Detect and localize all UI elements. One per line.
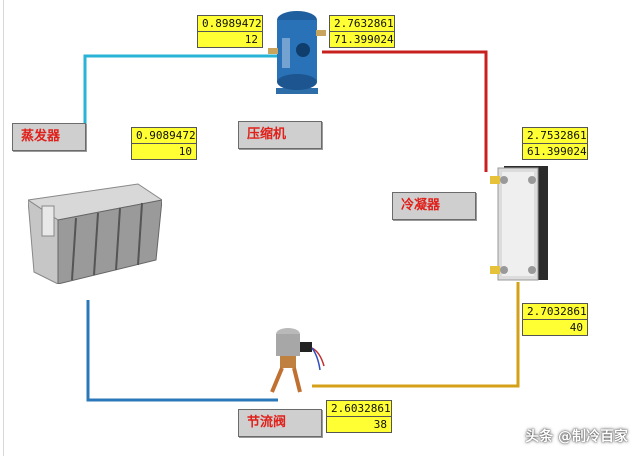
compressor-discharge-temperature: 71.399024 bbox=[334, 33, 394, 46]
evaporator-outlet-temperature: 10 bbox=[178, 145, 192, 158]
condenser-inlet-readout: 2.7532861 61.399024 bbox=[522, 127, 588, 160]
evaporator-label[interactable]: 蒸发器 bbox=[12, 123, 86, 151]
liquid-line bbox=[312, 282, 520, 388]
condenser-inlet-pressure: 2.7532861 bbox=[523, 128, 587, 144]
evaporator-outlet-pressure: 0.9089472 bbox=[132, 128, 196, 144]
condenser-outlet-pressure: 2.7032861 bbox=[523, 304, 587, 320]
air-cooler-icon bbox=[26, 183, 164, 285]
compressor-discharge-readout: 2.7632861 71.399024 bbox=[329, 15, 395, 48]
evaporator[interactable] bbox=[26, 180, 164, 285]
evaporator-outlet-readout: 0.9089472 10 bbox=[131, 127, 197, 160]
compressor-suction-temperature: 12 bbox=[244, 33, 258, 46]
compressor-discharge-pressure: 2.7632861 bbox=[330, 16, 394, 32]
compressor[interactable] bbox=[268, 8, 326, 96]
plate-heat-exchanger-icon bbox=[490, 166, 548, 281]
compressor-label[interactable]: 压缩机 bbox=[238, 121, 322, 149]
compressor-suction-readout: 0.8989472 12 bbox=[197, 15, 263, 48]
valve-inlet-readout: 2.6032861 38 bbox=[326, 400, 392, 433]
valve-inlet-temperature: 38 bbox=[373, 418, 387, 431]
compressor-icon bbox=[268, 11, 326, 94]
compressor-suction-pressure: 0.8989472 bbox=[198, 16, 262, 32]
condenser-outlet-temperature: 40 bbox=[569, 321, 583, 334]
expansion-valve[interactable] bbox=[260, 322, 330, 394]
watermark: 头条 @制冷百家 bbox=[525, 429, 628, 445]
expansion-valve-icon bbox=[270, 328, 325, 393]
suction-line bbox=[83, 54, 282, 150]
condenser-label[interactable]: 冷凝器 bbox=[392, 192, 476, 220]
evaporator-inlet-line bbox=[86, 300, 278, 402]
page-edge-line bbox=[3, 0, 4, 456]
condenser[interactable] bbox=[490, 162, 554, 284]
condenser-inlet-temperature: 61.399024 bbox=[527, 145, 587, 158]
discharge-line bbox=[322, 50, 488, 172]
expansion-valve-label[interactable]: 节流阀 bbox=[238, 409, 322, 437]
valve-inlet-pressure: 2.6032861 bbox=[327, 401, 391, 417]
condenser-outlet-readout: 2.7032861 40 bbox=[522, 303, 588, 336]
